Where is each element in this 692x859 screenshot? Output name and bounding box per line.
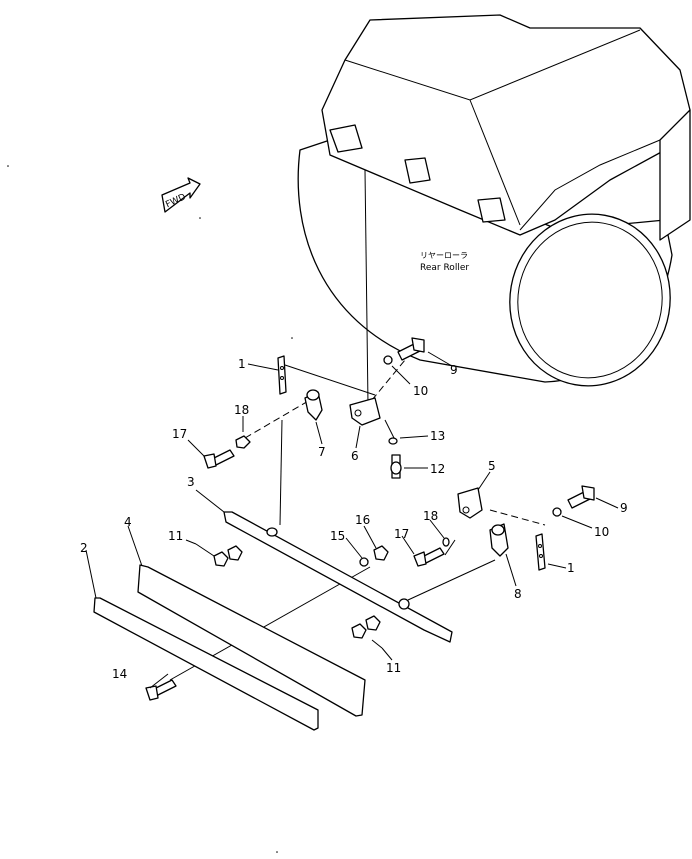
callout-15: 15 xyxy=(330,529,345,543)
nut-part-18-left xyxy=(235,435,251,449)
callout-17-left: 17 xyxy=(172,427,187,441)
callout-18-left: 18 xyxy=(234,403,249,417)
bolt-part-9-upper xyxy=(397,337,425,361)
rear-roller-assembly: リヤーローラ Rear Roller xyxy=(297,14,691,387)
callout-5: 5 xyxy=(488,459,496,473)
callout-1-left: 1 xyxy=(238,357,246,371)
bar-part-3 xyxy=(223,511,453,643)
bolt-part-12 xyxy=(390,454,402,479)
callout-18-right: 18 xyxy=(423,509,438,523)
callout-10-upper: 10 xyxy=(413,384,428,398)
callout-14: 14 xyxy=(112,667,127,681)
hinge-part-6 xyxy=(349,397,381,426)
callout-labels: 1 9 10 18 17 7 6 13 12 3 5 9 10 4 11 16 … xyxy=(80,357,628,681)
roller-label-jp: リヤーローラ xyxy=(420,251,468,260)
callout-9-right: 9 xyxy=(620,501,628,515)
washer-part-18-right xyxy=(442,537,450,547)
bracket-part-1-right xyxy=(535,533,546,571)
callout-2: 2 xyxy=(80,541,88,555)
hinge-part-5 xyxy=(457,487,483,519)
callout-3: 3 xyxy=(187,475,195,489)
callout-1-right: 1 xyxy=(567,561,575,575)
callout-9-upper: 9 xyxy=(450,363,458,377)
bolt-part-9-right xyxy=(567,485,595,509)
callout-6: 6 xyxy=(351,449,359,463)
callout-4: 4 xyxy=(124,515,132,529)
fwd-arrow-icon: FWD xyxy=(161,177,201,213)
roller-label-en: Rear Roller xyxy=(420,263,469,273)
bolt-part-17-right xyxy=(413,547,445,567)
callout-16: 16 xyxy=(355,513,370,527)
nuts-part-11-right xyxy=(351,615,381,639)
callout-11-right: 11 xyxy=(386,661,401,675)
callout-10-right: 10 xyxy=(594,525,609,539)
washer-part-10-upper xyxy=(383,355,393,365)
callout-13: 13 xyxy=(430,429,445,443)
nut-part-16 xyxy=(373,545,389,561)
hinge-part-7 xyxy=(304,389,323,421)
callout-8: 8 xyxy=(514,587,522,601)
callout-leaders xyxy=(85,351,619,689)
strip-part-2 xyxy=(93,597,319,731)
callout-12: 12 xyxy=(430,462,445,476)
pin-part-13 xyxy=(388,437,398,445)
callout-11-left: 11 xyxy=(168,529,183,543)
plate-part-4 xyxy=(137,564,366,717)
bolt-part-14 xyxy=(145,679,177,701)
nuts-part-11-left xyxy=(213,545,243,567)
hinge-part-8 xyxy=(489,523,509,557)
callout-7: 7 xyxy=(318,445,326,459)
bracket-part-1-left xyxy=(277,355,287,395)
scan-specks xyxy=(7,165,293,853)
bolt-part-17-left xyxy=(203,449,235,469)
callout-17-right: 17 xyxy=(394,527,409,541)
washer-part-15 xyxy=(359,557,369,567)
washer-part-10-right xyxy=(552,507,562,517)
